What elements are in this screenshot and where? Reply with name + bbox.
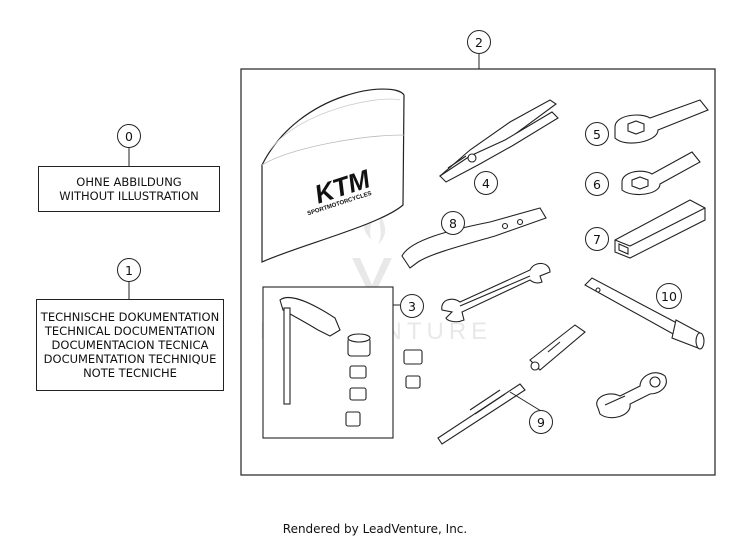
ring-spanner-part (614, 99, 709, 144)
box1-line2: TECHNICAL DOCUMENTATION (44, 324, 216, 338)
callout-0[interactable]: 0 (117, 124, 141, 148)
box1-line5: NOTE TECNICHE (83, 366, 177, 380)
callout-5[interactable]: 5 (585, 122, 609, 146)
hook-wrench-part (401, 207, 547, 269)
watermark-v-icon (352, 258, 392, 300)
leader-9 (509, 391, 542, 412)
screwdriver-part (437, 324, 586, 445)
hex-key-part (279, 297, 341, 405)
callout-1[interactable]: 1 (117, 258, 141, 282)
technical-documentation-box: TECHNISCHE DOKUMENTATION TECHNICAL DOCUM… (36, 299, 224, 391)
callout-9[interactable]: 9 (529, 410, 553, 434)
box1-line1: TECHNISCHE DOKUMENTATION (40, 310, 220, 324)
box1-line4: DOCUMENTATION TECHNIQUE (43, 352, 217, 366)
toolkit-frame (240, 68, 716, 476)
ring-spanner-small-part (621, 151, 701, 196)
callout-10[interactable]: 10 (656, 283, 682, 309)
pliers-part (439, 99, 559, 183)
callout-3[interactable]: 3 (400, 294, 424, 318)
box1-line3: DOCUMENTACION TECNICA (51, 338, 209, 352)
box0-line2: WITHOUT ILLUSTRATION (59, 189, 199, 203)
callout-4[interactable]: 4 (474, 171, 498, 195)
socket-tube-part (584, 277, 705, 350)
tool-pouch: KTM SPORTMOTORCYCLES (261, 88, 405, 263)
callout-6[interactable]: 6 (585, 172, 609, 196)
callout-2[interactable]: 2 (467, 30, 491, 54)
combination-tool-part (596, 372, 667, 419)
flat-bar-part (614, 199, 706, 259)
without-illustration-box: OHNE ABBILDUNG WITHOUT ILLUSTRATION (38, 166, 220, 212)
box0-line1: OHNE ABBILDUNG (76, 175, 182, 189)
footer-credit: Rendered by LeadVenture, Inc. (282, 522, 468, 536)
open-wrench-part (441, 262, 551, 323)
callout-7[interactable]: 7 (585, 227, 609, 251)
socket-bits (345, 333, 423, 427)
callout-8[interactable]: 8 (441, 211, 465, 235)
